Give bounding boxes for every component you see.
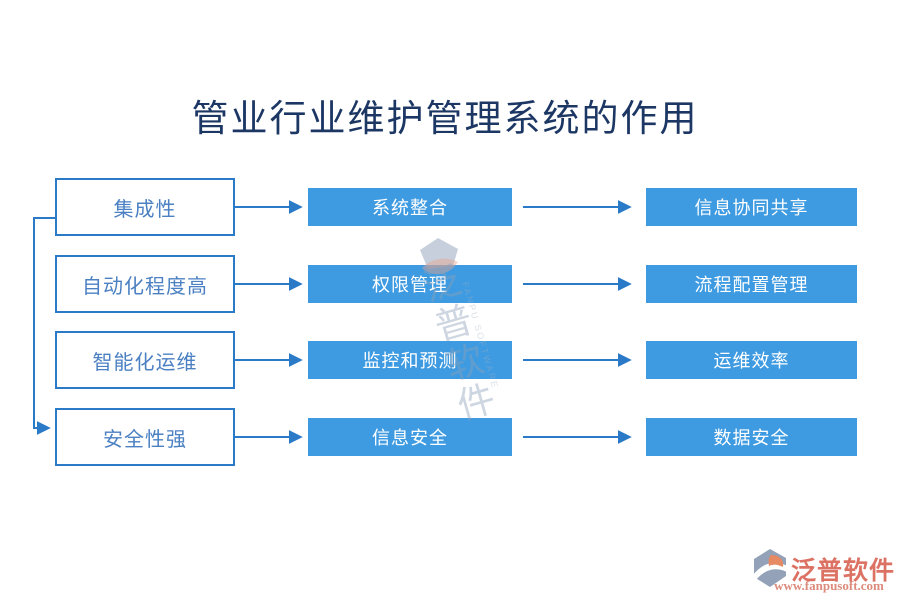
page-title: 管业行业维护管理系统的作用 [191,99,699,140]
feature-label: 自动化程度高 [82,275,208,298]
feature-box: 智能化运维 [55,331,235,389]
benefit-label: 数据安全 [713,428,790,448]
function-label: 信息安全 [372,428,448,448]
function-label: 监控和预测 [362,351,458,371]
function-label: 权限管理 [372,275,448,295]
feature-label: 集成性 [113,198,177,221]
function-box: 权限管理 [308,265,512,303]
benefit-label: 信息协同共享 [694,198,809,218]
function-box: 信息安全 [308,418,512,456]
function-label: 系统整合 [372,198,448,218]
benefit-box: 数据安全 [646,418,857,456]
benefit-label: 流程配置管理 [694,275,809,295]
function-box: 监控和预测 [308,341,512,379]
footer-brand-text: 泛普软件 [791,557,896,585]
benefit-label: 运维效率 [713,351,790,371]
footer-url: www.fanpusoft.com [774,578,884,593]
feature-box: 集成性 [55,178,235,236]
feature-label: 智能化运维 [92,351,198,374]
feature-label: 安全性强 [103,428,187,451]
feature-box: 安全性强 [55,408,235,466]
benefit-box: 流程配置管理 [646,265,857,303]
feature-box: 自动化程度高 [55,255,235,313]
fanpu-logo-icon [753,549,789,587]
benefit-box: 运维效率 [646,341,857,379]
function-box: 系统整合 [308,188,512,226]
benefit-box: 信息协同共享 [646,188,857,226]
